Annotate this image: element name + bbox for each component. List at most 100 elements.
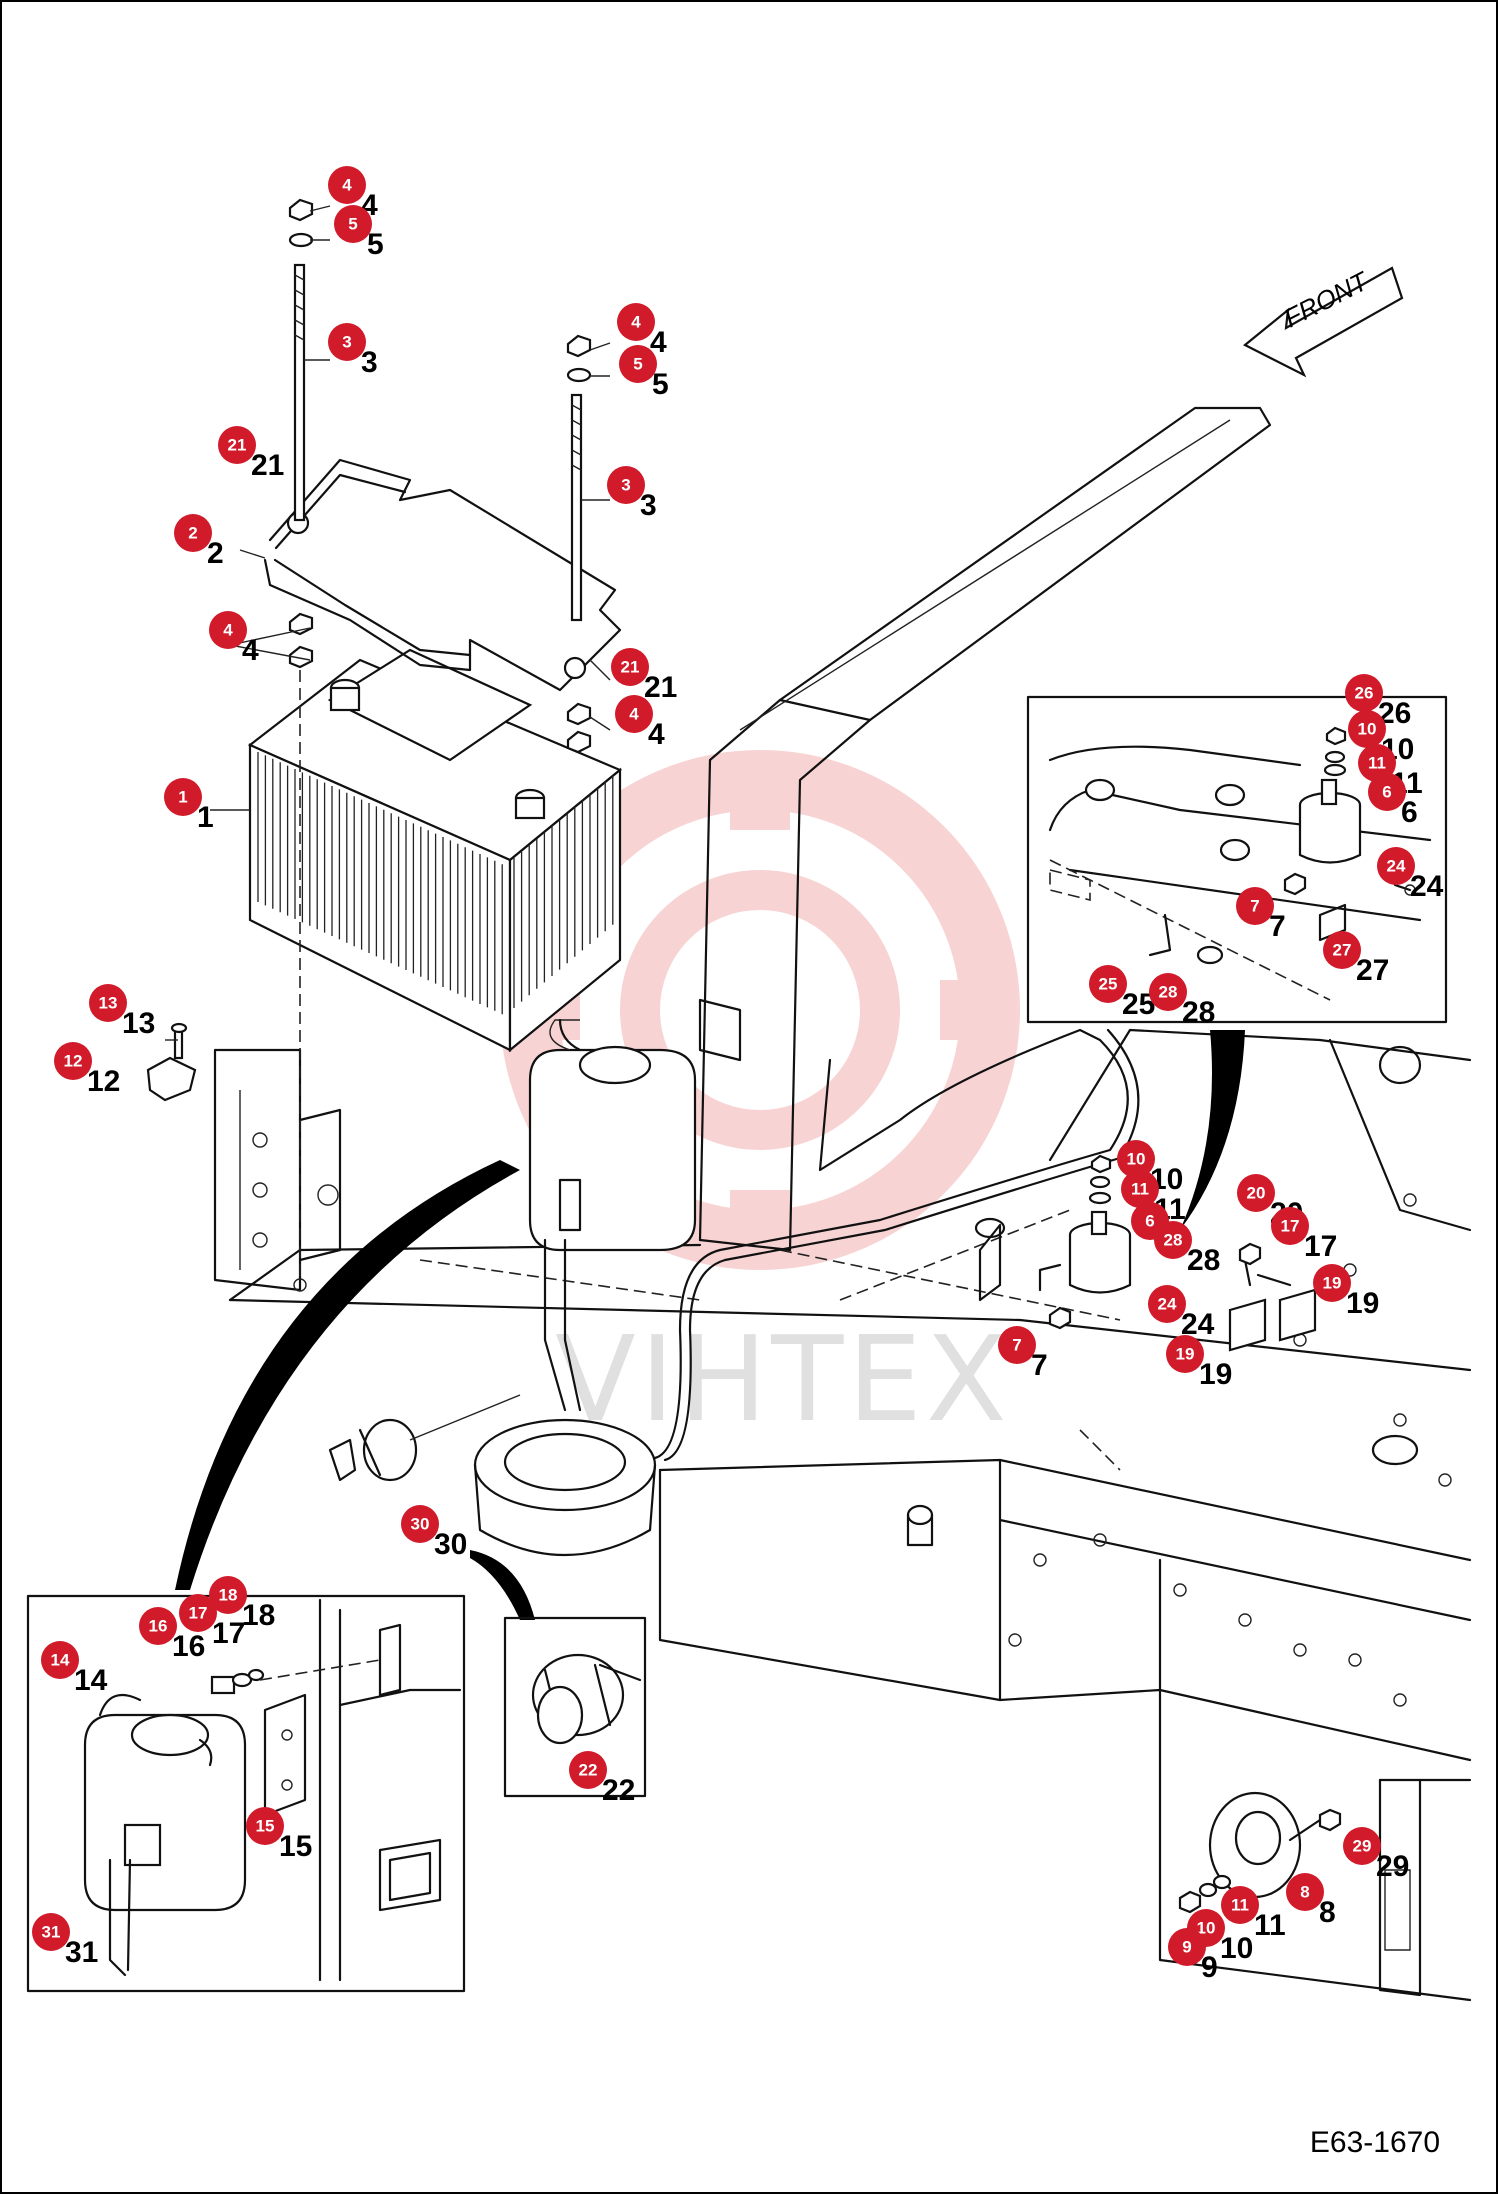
part-number-label: 10 [1220,1932,1253,1965]
bracket-12 [146,1022,197,1102]
callout-badge-29: 29 [1343,1827,1381,1865]
callout-number: 3 [342,333,351,352]
callout-badge-10: 10 [1117,1140,1155,1178]
callout-number: 8 [1300,1883,1309,1902]
callout-number: 24 [1387,857,1406,876]
callout-badge-20: 20 [1237,1174,1275,1212]
callout-number: 21 [621,658,640,677]
part-number-label: 6 [1401,796,1418,829]
callout-number: 10 [1127,1150,1146,1169]
callout-badge-15: 15 [246,1807,284,1845]
part-number-label: 4 [648,718,665,751]
callout-number: 9 [1182,1938,1191,1957]
callout-number: 12 [64,1052,83,1071]
callout-badge-26: 26 [1345,674,1383,712]
callout-badge-3: 3 [328,323,366,361]
callout-badge-11: 11 [1121,1170,1159,1208]
callout-badge-5: 5 [334,205,372,243]
part-number-label: 17 [1304,1230,1337,1263]
callout-badge-31: 31 [32,1913,70,1951]
part-number-label: 28 [1182,996,1215,1029]
callout-number: 18 [219,1586,238,1605]
part-number-label: 19 [1199,1358,1232,1391]
callout-badge-19: 19 [1166,1335,1204,1373]
callout-number: 6 [1382,783,1391,802]
callout-badge-12: 12 [54,1042,92,1080]
callout-number: 6 [1145,1212,1154,1231]
callout-number: 4 [629,705,639,724]
part-number-label: 11 [1254,1909,1286,1942]
callout-badge-13: 13 [89,984,127,1022]
callout-badge-28: 28 [1154,1221,1192,1259]
callout-badge-4: 4 [617,303,655,341]
callout-badge-8: 8 [1286,1873,1324,1911]
callout-number: 17 [189,1604,208,1623]
callout-number: 27 [1333,941,1352,960]
callout-badge-3: 3 [607,466,645,504]
part-number-label: 12 [87,1065,120,1098]
part-number-label: 3 [640,489,657,522]
callout-badge-4: 4 [209,611,247,649]
callout-number: 28 [1164,1231,1183,1250]
part-number-label: 5 [652,368,669,401]
part-number-label: 21 [644,671,677,704]
callout-number: 5 [348,215,357,234]
callout-number: 22 [579,1761,598,1780]
callout-number: 2 [188,524,197,543]
part-number-label: 17 [212,1617,245,1650]
callout-number: 1 [178,788,187,807]
part-number-label: 3 [361,346,378,379]
part-number-label: 13 [122,1007,155,1040]
part-number-label: 1 [197,801,214,834]
left-battery-rod [288,198,314,1292]
cab-frame-outline [698,406,1272,1252]
callout-number: 31 [42,1923,61,1942]
part-number-label: 18 [242,1599,275,1632]
callout-number: 19 [1323,1274,1342,1293]
part-number-label: 7 [1031,1349,1048,1382]
callout-badge-24: 24 [1377,847,1415,885]
callout-number: 29 [1353,1837,1372,1856]
callout-number: 21 [228,436,247,455]
callout-number: 15 [256,1817,275,1836]
part-number-label: 27 [1356,954,1389,987]
callout-badge-18: 18 [209,1576,247,1614]
callout-number: 13 [99,994,118,1013]
battery-ribs [257,752,614,1015]
part-number-label: 4 [242,634,259,667]
part-number-label: 15 [279,1830,312,1863]
part-number-label: 8 [1319,1896,1336,1929]
callout-number: 11 [1131,1180,1149,1199]
part-number-label: 19 [1346,1287,1379,1320]
callout-number: 20 [1247,1184,1266,1203]
front-arrow-icon: FRONT [1242,265,1404,378]
callout-badge-9: 9 [1168,1928,1206,1966]
callout-badge-4: 4 [615,695,653,733]
callout-badge-22: 22 [569,1751,607,1789]
detail-box-fuel-cap [503,1616,647,1798]
callout-badge-7: 7 [1236,887,1274,925]
callout-badge-19: 19 [1313,1264,1351,1302]
callout-number: 11 [1368,754,1386,773]
part-number-label: 29 [1376,1850,1409,1883]
callout-badge-5: 5 [619,345,657,383]
callout-number: 26 [1355,684,1374,703]
callout-badge-11: 11 [1221,1886,1259,1924]
callout-badge-1: 1 [164,778,202,816]
detail-box-top-right [1026,695,1448,1024]
callout-number: 28 [1159,983,1178,1002]
callout-badge-24: 24 [1148,1285,1186,1323]
part-number-label: 4 [650,326,667,359]
callout-badge-10: 10 [1348,710,1386,748]
callout-badge-21: 21 [611,648,649,686]
horn-relay-center [1038,1154,1132,1330]
callout-number: 10 [1197,1919,1216,1938]
part-number-label: 7 [1269,910,1286,943]
callout-badge-21: 21 [218,426,256,464]
callout-number: 5 [633,355,642,374]
right-battery-rod [566,334,592,754]
callout-badge-28: 28 [1149,973,1187,1011]
washer-tank [528,998,742,1412]
washer-hose [653,1028,1140,1462]
